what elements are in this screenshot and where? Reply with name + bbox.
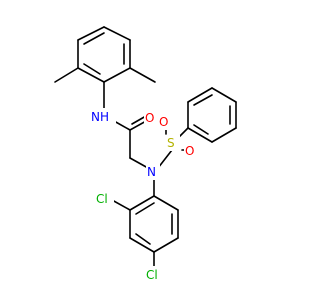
atom-o-carbonyl-label: O [145, 111, 154, 125]
phenyl-ring [187, 87, 237, 143]
atom-nh: NH [90, 108, 116, 124]
ch2-n-bond [129, 157, 149, 169]
carbonyl-bond-b [131, 115, 147, 125]
atom-o-sulfonyl-1: O [158, 114, 172, 130]
atom-n-sulfonamide-label: N [147, 165, 156, 179]
atom-cl-2: Cl [144, 266, 164, 282]
atom-s: S [166, 135, 180, 151]
atom-o-sulfonyl-2-label: O [185, 144, 194, 158]
atom-cl-1: Cl [94, 190, 114, 206]
methyl-bond-right [129, 67, 156, 83]
nh-carbonyl-bond [113, 120, 131, 131]
n-s-bond [157, 149, 173, 169]
cl1-bond [111, 199, 131, 211]
atom-n-sulfonamide: N [146, 164, 160, 180]
atom-o-carbonyl: O [144, 110, 158, 126]
molecule-structure: NH O N S O O Cl Cl [54, 26, 237, 282]
atom-o-sulfonyl-2: O [184, 143, 198, 159]
atom-nh-label: NH [91, 110, 109, 124]
dimethylphenyl-ring [77, 26, 131, 83]
atom-s-label: S [167, 136, 175, 150]
dichlorophenyl-ring [129, 195, 179, 253]
methyl-bond-left [54, 67, 79, 83]
atom-cl-1-label: Cl [96, 192, 108, 206]
atom-o-sulfonyl-1-label: O [159, 115, 168, 129]
atom-cl-2-label: Cl [146, 268, 158, 282]
